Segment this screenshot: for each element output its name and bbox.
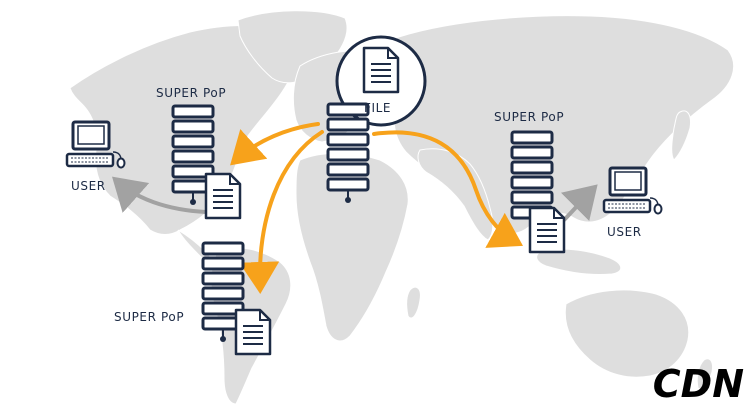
arrow-origin-to-pop-3 (372, 130, 523, 248)
server-stack-icon (326, 102, 370, 205)
super-pop-label-3: SUPER PoP (494, 110, 565, 124)
user-label-2: USER (607, 225, 642, 239)
arrow-origin-to-pop-1 (230, 122, 320, 166)
file-label: FILE (364, 101, 392, 115)
distribution-arrows (230, 122, 523, 294)
document-icon (528, 206, 566, 254)
super-pop-label-2: SUPER PoP (114, 310, 185, 324)
document-icon (362, 46, 400, 94)
user-label-1: USER (71, 179, 106, 193)
cdn-title: CDN (652, 362, 744, 406)
arrow-pop-1-to-user-1 (112, 176, 208, 214)
computer-icon (602, 166, 663, 215)
document-icon (234, 308, 272, 356)
arrow-origin-to-pop-2 (239, 130, 324, 294)
super-pop-label-1: SUPER PoP (156, 86, 227, 100)
document-icon (204, 172, 242, 220)
